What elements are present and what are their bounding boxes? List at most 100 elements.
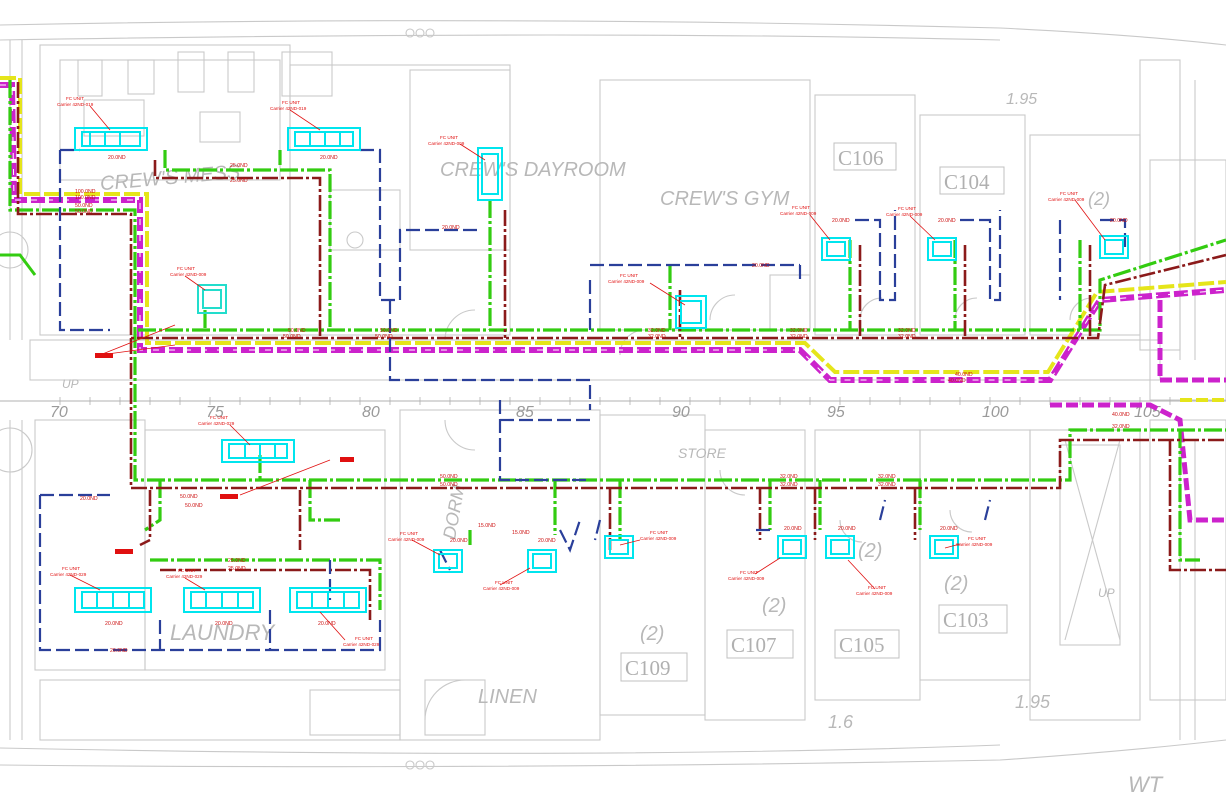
fc-unit-15 — [604, 535, 634, 559]
pipe-label-37: 25.0ND — [228, 566, 246, 572]
main-header-pipes — [0, 76, 1226, 523]
pipe-label-12: 50.0ND — [380, 328, 398, 334]
pipe-label-4: 50.0ND — [75, 209, 93, 215]
fcu-tag-8-model: Carrier 42ND-009 — [1048, 197, 1085, 202]
pipe-label-28: 50.0ND — [440, 474, 458, 480]
pipe-label-18: 32.0ND — [898, 328, 916, 334]
frame-90: 90 — [672, 404, 690, 421]
fcu-tag-14-model: Carrier 42ND-009 — [483, 586, 520, 591]
fcu-tag-17-model: Carrier 42ND-009 — [856, 591, 893, 596]
fcu-tag-8-title: FC UNIT — [1060, 191, 1078, 196]
pipe-label-3: 50.0ND — [75, 203, 93, 209]
pipe-label-14: 32.0ND — [648, 328, 666, 334]
frame-ticks — [59, 397, 1171, 405]
chilled-return-pipes — [16, 82, 1226, 620]
fc-unit-3 — [477, 147, 503, 201]
cabin-c105: C105 — [839, 633, 885, 657]
pipe-label-42: 20.0ND — [80, 496, 98, 502]
frame-85: 85 — [516, 404, 534, 421]
pipe-label-25: 40.0ND — [948, 378, 966, 384]
pipe-label-5: 20.0ND — [108, 155, 126, 161]
frame-75: 75 — [206, 404, 224, 421]
fcu-tag-4-title: FC UNIT — [177, 266, 195, 271]
fc-unit-11 — [183, 587, 261, 613]
pipe-label-27: 32.0ND — [1112, 424, 1130, 430]
pipe-label-35: 50.0ND — [185, 503, 203, 509]
architecture-layer — [0, 20, 1226, 770]
fc-unit-6 — [821, 237, 851, 261]
fc-unit-12 — [289, 587, 367, 613]
dimension-bottom: 1.95 — [1015, 692, 1051, 712]
fc-unit-10 — [74, 587, 152, 613]
frame-70: 70 — [50, 404, 68, 421]
fc-unit-17 — [825, 535, 855, 559]
fcu-tag-5-model: Carrier 42ND-009 — [608, 279, 645, 284]
room-label-crews-gym: CREW'S GYM — [660, 188, 790, 210]
fcu-tag-17-title: FC UNIT — [868, 585, 886, 590]
pipe-label-43: 15.0ND — [478, 523, 496, 529]
fcu-tag-10-title: FC UNIT — [62, 566, 80, 571]
fcu-tag-18-title: FC UNIT — [968, 536, 986, 541]
pipe-label-23: 20.0ND — [1110, 218, 1128, 224]
fcu-tag-1-model: Carrier 42ND-019 — [57, 102, 94, 107]
fcu-tag-16-model: Carrier 42ND-009 — [728, 576, 765, 581]
pipe-label-32: 32.0ND — [878, 474, 896, 480]
pipe-label-8: 20.0ND — [320, 155, 338, 161]
up-label-left: UP — [62, 377, 79, 391]
fcu-tag-13-model: Carrier 42ND-009 — [388, 537, 425, 542]
pipe-label-48: 20.0ND — [838, 526, 856, 532]
dimension-top: 1.95 — [1006, 91, 1037, 108]
fc-unit-14 — [527, 549, 557, 573]
pipe-label-30: 32.0ND — [780, 474, 798, 480]
pipe-label-1: 100.0ND — [75, 189, 96, 195]
fc-unit-2 — [287, 127, 361, 151]
wt-label: WT — [1128, 772, 1164, 793]
pipe-label-10: 50.0ND — [288, 328, 306, 334]
cabin-c103: C103 — [943, 608, 989, 632]
up-label-right: UP — [1098, 586, 1115, 600]
fcu-tag-7-title: FC UNIT — [898, 206, 916, 211]
cabin-c107: C107 — [731, 633, 777, 657]
room-label-crews-dayroom: CREW'S DAYROOM — [440, 159, 626, 181]
room-label-linen: LINEN — [478, 686, 537, 708]
pipe-label-29: 50.0ND — [440, 482, 458, 488]
room-label-laundry: LAUNDRY — [170, 620, 276, 645]
fcu-tag-2-title: FC UNIT — [282, 100, 300, 105]
frame-80: 80 — [362, 404, 380, 421]
pipe-label-20: 20.0ND — [752, 263, 770, 269]
pipe-label-26: 40.0ND — [1112, 412, 1130, 418]
pipe-label-6: 25.0ND — [230, 163, 248, 169]
pipe-label-45: 20.0ND — [450, 538, 468, 544]
room-label-store: STORE — [678, 445, 727, 461]
occupancy-label-2: (2) — [640, 623, 664, 645]
frame-numbers: 70 75 80 85 90 95 100 105 — [50, 404, 1161, 421]
cabin-c109: C109 — [625, 656, 671, 680]
dimension-mid: 1.6 — [828, 712, 854, 732]
pipe-label-22: 20.0ND — [938, 218, 956, 224]
pipe-label-44: 15.0ND — [512, 530, 530, 536]
fcu-tag-11-model: Carrier 42ND-029 — [166, 574, 203, 579]
occupancy-label-4: (2) — [858, 540, 882, 562]
pipe-label-49: 20.0ND — [940, 526, 958, 532]
fcu-tag-11-title: FC UNIT — [178, 568, 196, 573]
pipe-label-13: 50.0ND — [375, 334, 393, 340]
fcu-tag-18-model: Carrier 42ND-009 — [956, 542, 993, 547]
fc-unit-18 — [929, 535, 959, 559]
fc-units — [74, 127, 1129, 613]
fcu-tag-9-title: FC UNIT — [210, 415, 228, 420]
pipe-label-21: 20.0ND — [832, 218, 850, 224]
pipe-label-11: 50.0ND — [283, 334, 301, 340]
condensate-drain-pipes — [38, 148, 1127, 652]
fcu-tag-12-title: FC UNIT — [355, 636, 373, 641]
occupancy-label-1: (2) — [1088, 189, 1110, 209]
fcu-tag-10-model: Carrier 42ND-029 — [50, 572, 87, 577]
pipe-label-38: 20.0ND — [105, 621, 123, 627]
fcu-tag-7-model: Carrier 42ND-009 — [886, 212, 923, 217]
fcu-tags: FC UNIT Carrier 42ND-019 FC UNIT Carrier… — [50, 96, 1085, 647]
pipe-label-33: 32.0ND — [878, 482, 896, 488]
occupancy-label-3: (2) — [762, 595, 786, 617]
chilled-supply-pipes — [8, 80, 1226, 610]
pipe-label-9: 20.0ND — [442, 225, 460, 231]
pipe-label-41: 20.0ND — [110, 648, 128, 654]
